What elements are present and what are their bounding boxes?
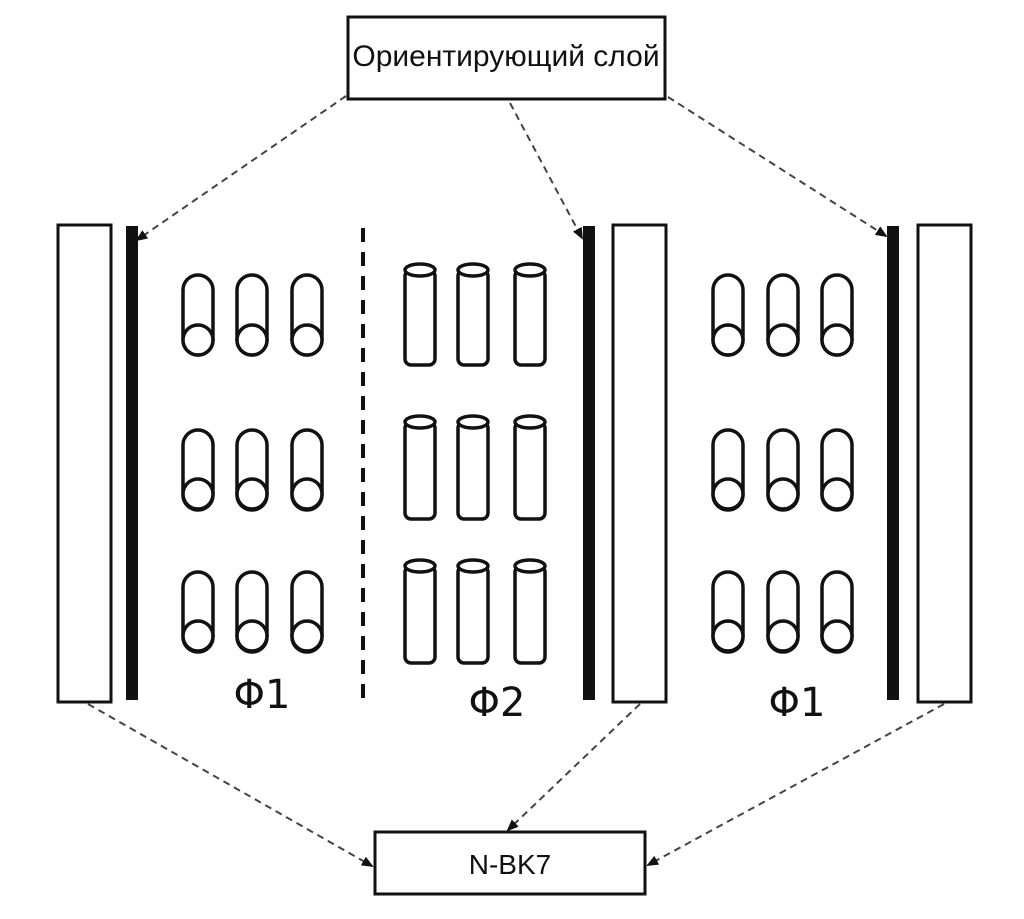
lc-molecule-tilted xyxy=(711,428,745,512)
lc-molecule-tilted xyxy=(766,273,800,357)
alignment-layer-bar-middle xyxy=(583,226,595,700)
lc-molecule-upright xyxy=(456,558,490,665)
arrow-top-to-middle-layer xyxy=(509,102,583,240)
substrate-label: N-BK7 xyxy=(469,849,551,880)
alignment-layer-label: Ориентирующий слой xyxy=(352,40,659,73)
substrate-label-box: N-BK7 xyxy=(373,830,647,896)
lc-molecule-upright xyxy=(513,558,547,665)
lc-molecule-tilted xyxy=(181,570,215,654)
arrow-right-plate-to-substrate xyxy=(646,703,945,866)
arrow-top-to-left-layer xyxy=(135,95,347,242)
phase-label-middle: Φ2 xyxy=(469,680,526,726)
phase-label-right: Φ1 xyxy=(769,680,826,726)
alignment-layer-bar-left xyxy=(126,226,138,700)
arrow-top-to-right-layer xyxy=(667,96,888,238)
lc-molecule-tilted xyxy=(820,273,854,357)
lc-molecule-tilted xyxy=(235,428,269,512)
lc-molecule-tilted xyxy=(235,570,269,654)
lc-molecule-upright xyxy=(403,558,437,665)
lc-molecule-upright xyxy=(513,262,547,367)
lc-molecules-region-middle xyxy=(403,262,547,665)
lc-molecule-tilted xyxy=(181,273,215,357)
lc-molecule-tilted xyxy=(766,570,800,654)
arrow-middle-plate-to-substrate xyxy=(506,703,641,832)
lc-molecules-region-left xyxy=(181,273,324,654)
alignment-layer-bar-right xyxy=(887,226,899,700)
phase-label-left: Φ1 xyxy=(234,672,291,718)
lc-molecule-tilted xyxy=(290,273,324,357)
lc-molecule-upright xyxy=(456,414,490,521)
lc-molecule-tilted xyxy=(235,273,269,357)
lc-molecule-tilted xyxy=(711,570,745,654)
lc-molecule-tilted xyxy=(820,428,854,512)
lc-molecule-upright xyxy=(403,262,437,367)
alignment-layer-label-box: Ориентирующий слой xyxy=(346,15,667,101)
lc-molecule-tilted xyxy=(181,428,215,512)
lc-molecule-tilted xyxy=(820,570,854,654)
substrate-plate-middle xyxy=(611,223,668,704)
lc-molecule-tilted xyxy=(290,428,324,512)
lc-molecule-upright xyxy=(403,414,437,521)
lc-molecule-tilted xyxy=(290,570,324,654)
lc-molecule-upright xyxy=(456,262,490,367)
substrate-plate-right xyxy=(916,223,973,704)
lc-molecules-region-right xyxy=(711,273,854,654)
lc-molecule-tilted xyxy=(766,428,800,512)
substrate-plate-left xyxy=(56,223,113,704)
lc-molecule-tilted xyxy=(711,273,745,357)
arrow-left-plate-to-substrate xyxy=(87,703,374,867)
lc-molecule-upright xyxy=(513,414,547,521)
